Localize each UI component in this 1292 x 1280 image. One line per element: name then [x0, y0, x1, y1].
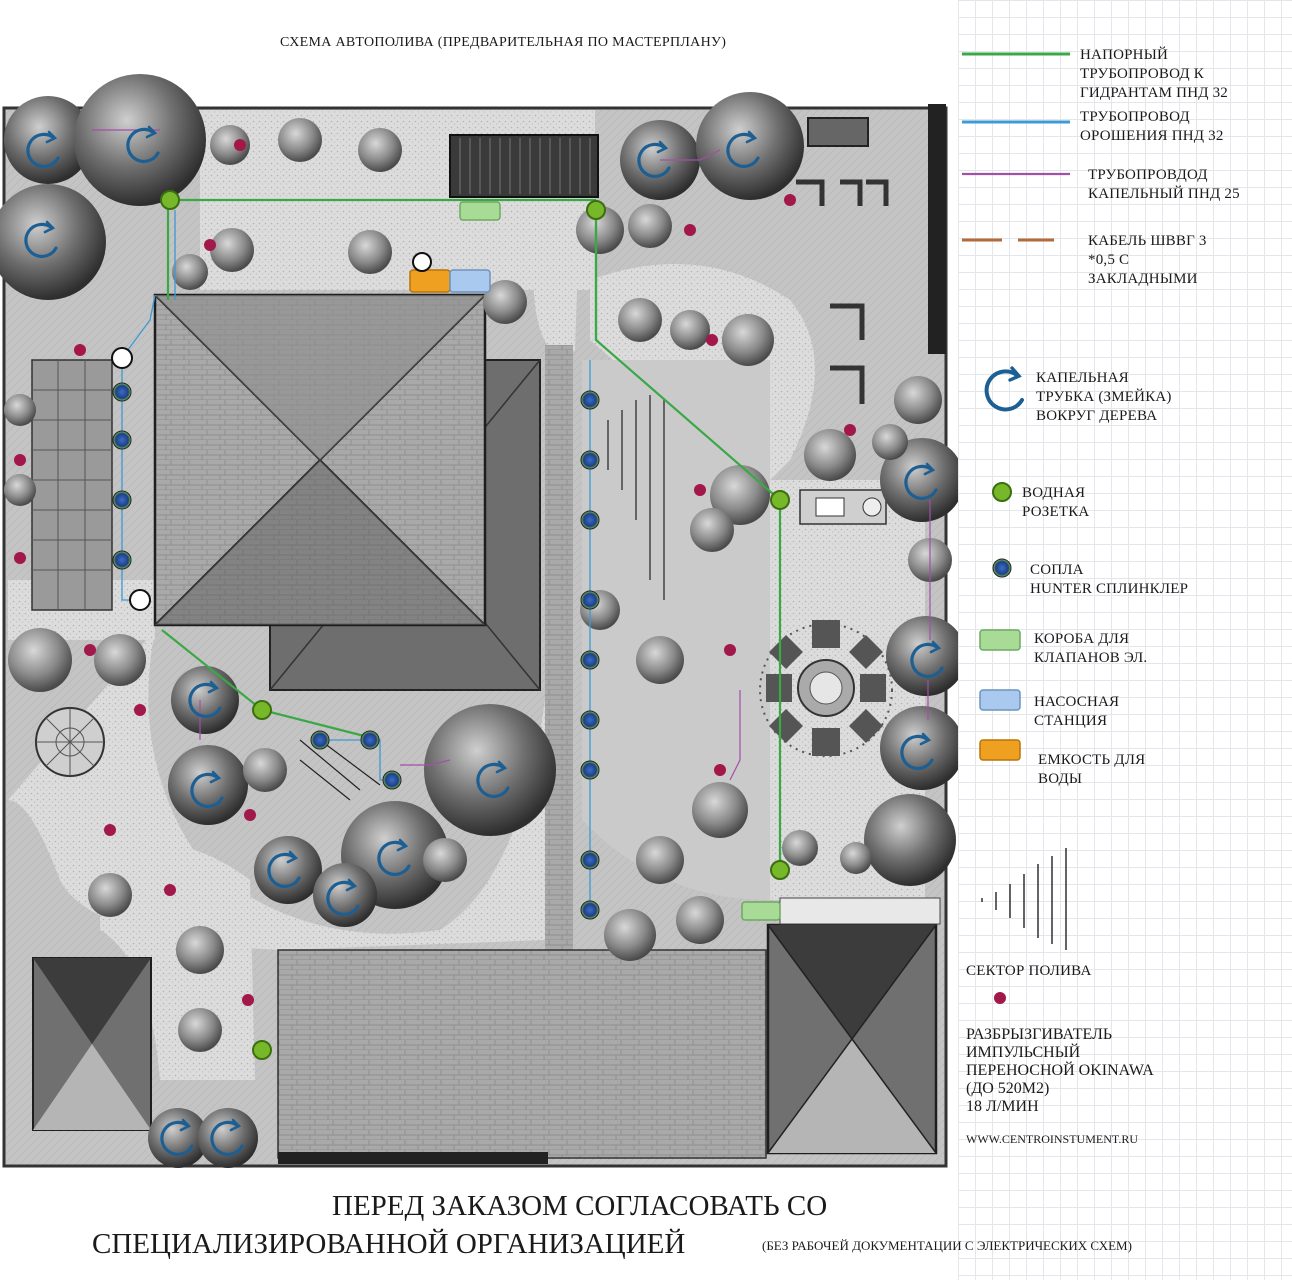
pump-station — [449, 269, 491, 293]
legend-water-outlet-icon — [992, 482, 1012, 502]
pergola-left — [31, 359, 113, 611]
drip-tube-icon — [26, 130, 60, 168]
legend-watering-sector-label: СЕКТОР ПОЛИВА — [966, 963, 1092, 979]
fence-bottom — [278, 897, 941, 1164]
drip-tube-icons — [24, 125, 944, 1156]
legend-pump-station-label: НАСОСНАЯ СТАНЦИЯ — [1034, 694, 1120, 729]
drip-tube-icon — [190, 770, 224, 808]
legend-water-tank-swatch — [979, 739, 1021, 761]
hunter-nozzles — [112, 382, 600, 920]
legend-drip-pipe-label: ТРУБОПРОВДОД КАПЕЛЬНЫЙ ПНД 25 — [1088, 167, 1240, 202]
courtyard-paving — [277, 949, 767, 1159]
water-outlets — [160, 190, 790, 1060]
legend-drip-tube-icon — [984, 366, 1024, 412]
legend-cable-label: КАБЕЛЬ ШВВГ 3 *0,5 С ЗАКЛАДНЫМИ — [1088, 233, 1207, 287]
drip-tube-icon — [476, 760, 510, 798]
legend-nozzle-icon — [992, 558, 1012, 578]
plan-title: СХЕМА АВТОПОЛИВА (ПРЕДВАРИТЕЛЬНАЯ ПО МАС… — [280, 35, 727, 50]
drip-tube-icon — [267, 850, 301, 888]
wells — [111, 252, 432, 611]
notice-line-2: СПЕЦИАЛИЗИРОВАННОЙ ОРГАНИЗАЦИЕЙ — [92, 1228, 686, 1260]
legend-water-tank-label: ЕМКОСТЬ ДЛЯ ВОДЫ — [1038, 752, 1146, 787]
drip-tube-icon — [637, 140, 671, 178]
trees — [0, 74, 960, 1168]
legend-pressure-pipe-label: НАПОРНЫЙ ТРУБОПРОВОД К ГИДРАНТАМ ПНД 32 — [1080, 47, 1229, 101]
drip-tube-icon — [24, 220, 58, 258]
drip-tube-icon — [188, 680, 222, 718]
impulse-sprinklers — [14, 139, 856, 1006]
legend-nozzles-label: СОПЛА HUNTER СПЛИНКЛЕР — [1030, 562, 1189, 597]
drip-tube-icon — [900, 732, 934, 770]
drip-tube-icon — [377, 838, 411, 876]
drip-tube-icon — [210, 1118, 244, 1156]
drip-tube-icon — [326, 878, 360, 916]
drip-tube-icon — [126, 125, 160, 163]
gazebo — [35, 707, 105, 777]
outdoor-kitchen — [799, 489, 887, 525]
shrubs — [4, 118, 952, 1052]
legend-impulse-sprinkler-icon — [994, 992, 1006, 1004]
legend-drip-tube-label: КАПЕЛЬНАЯ ТРУБКА (ЗМЕЙКА) ВОКРУГ ДЕРЕВА — [1036, 370, 1172, 424]
sun-loungers — [796, 179, 889, 404]
drip-tube-icon — [904, 462, 938, 500]
fire-pit-seating — [759, 620, 893, 757]
terrace-stripes — [299, 395, 665, 801]
drip-tube-icon — [910, 640, 944, 678]
legend-pump-station-swatch — [979, 689, 1021, 711]
valve-box-top — [459, 201, 501, 221]
legend-irrigation-pipe-label: ТРУБОПРОВОД ОРОШЕНИЯ ПНД 32 — [1080, 109, 1224, 144]
legend-watering-sector-icon — [981, 848, 1067, 950]
drip-tube-icon — [160, 1118, 194, 1156]
shed — [32, 957, 152, 1131]
main-house — [153, 293, 541, 691]
legend-water-outlet-label: ВОДНАЯ РОЗЕТКА — [1022, 485, 1090, 520]
valve-box-bottom — [741, 901, 781, 921]
irrigation-site-plan — [0, 74, 960, 1168]
pool — [807, 117, 869, 147]
legend-okinawa-url: WWW.CENTROINSTUMENT.RU — [966, 1132, 1138, 1146]
notice-subtitle: (БЕЗ РАБОЧЕЙ ДОКУМЕНТАЦИИ С ЭЛЕКТРИЧЕСКИ… — [762, 1238, 1132, 1253]
drip-tube-icon — [726, 130, 760, 168]
legend-valve-boxes-label: КОРОБА ДЛЯ КЛАПАНОВ ЭЛ. — [1034, 631, 1148, 666]
bathhouse — [766, 923, 938, 1155]
notice-line-1: ПЕРЕД ЗАКАЗОМ СОГЛАСОВАТЬ СО — [332, 1190, 828, 1222]
garage-building — [449, 134, 599, 198]
legend-valve-box-swatch — [979, 629, 1021, 651]
water-tank — [409, 269, 451, 293]
legend-okinawa-label: РАЗБРЫЗГИВАТЕЛЬ ИМПУЛЬСНЫЙ ПЕРЕНОСНОЙ OK… — [966, 1026, 1154, 1115]
legend-panel: НАПОРНЫЙ ТРУБОПРОВОД К ГИДРАНТАМ ПНД 32 … — [958, 0, 1292, 1280]
